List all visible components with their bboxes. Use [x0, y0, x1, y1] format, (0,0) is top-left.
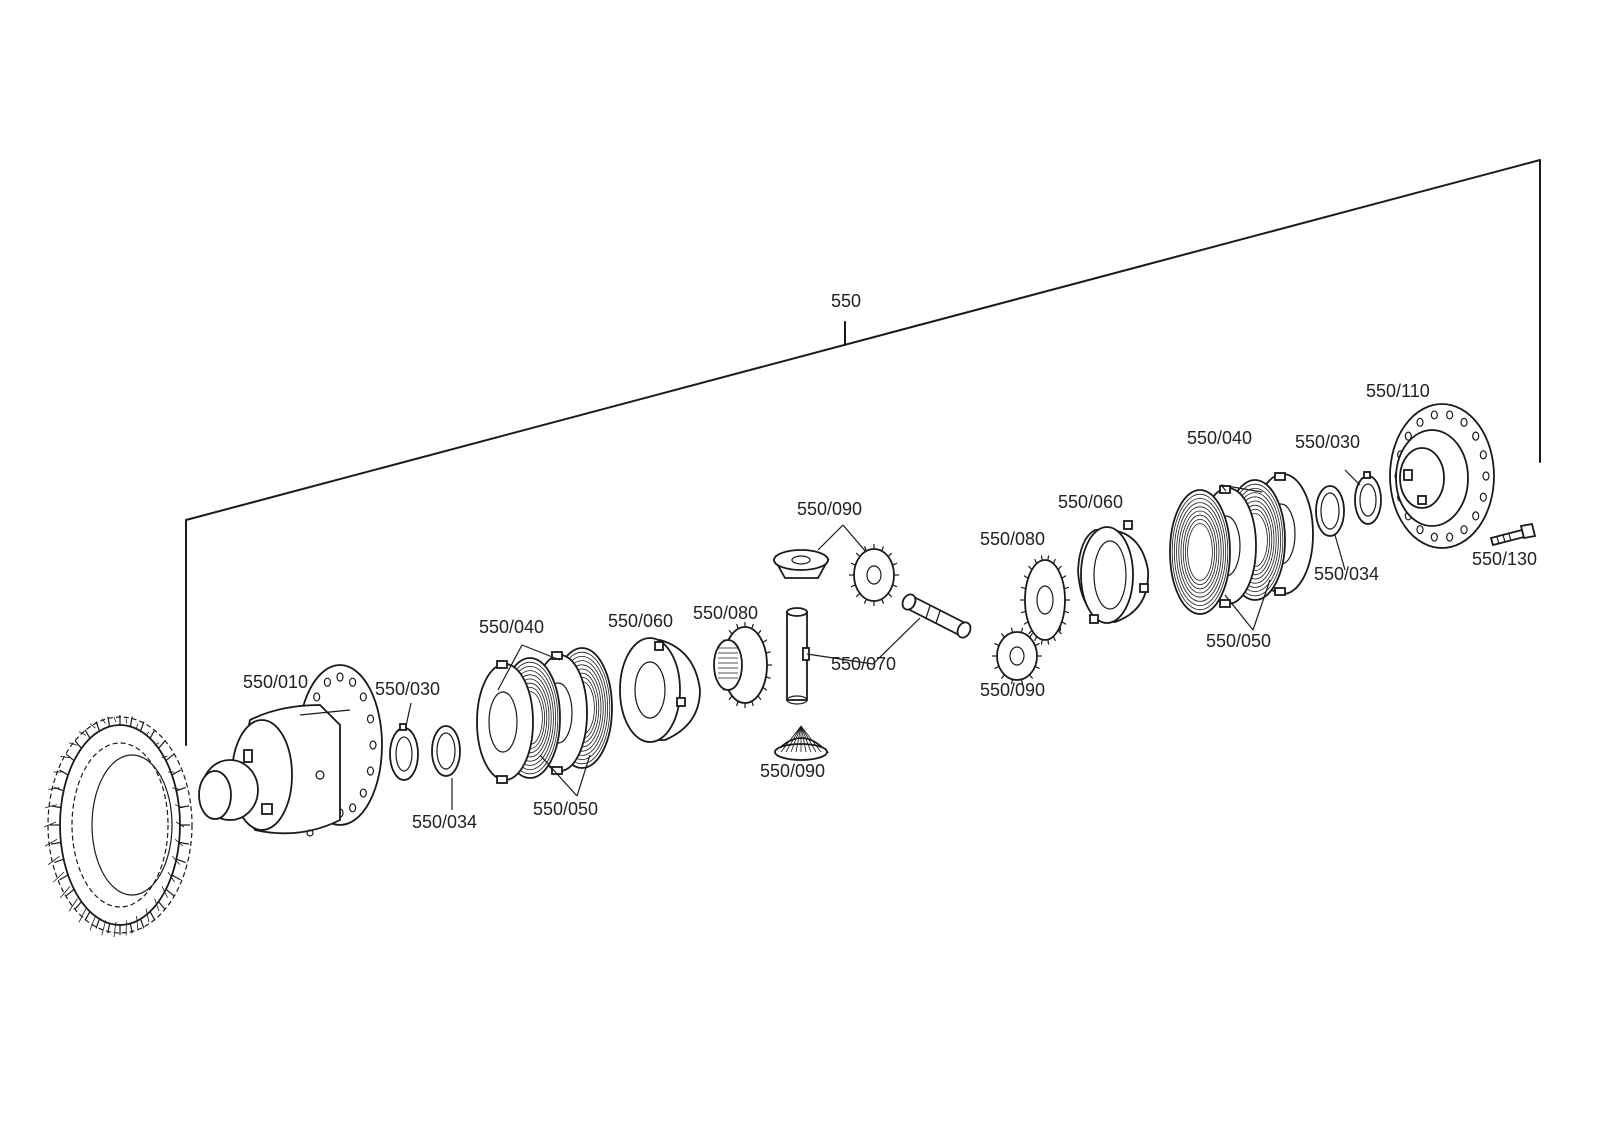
label-550-030-right: 550/030: [1295, 432, 1360, 452]
label-550-080-left: 550/080: [693, 603, 758, 623]
cross-shaft-vertical: [786, 607, 810, 705]
label-550-070: 550/070: [831, 654, 896, 674]
label-550-050-right: 550/050: [1206, 631, 1271, 651]
label-550-040-right: 550/040: [1187, 428, 1252, 448]
clutch-disc-pack-left: [476, 647, 613, 784]
clutch-disc-pack-right: [1169, 472, 1314, 615]
leader-lines: [405, 469, 1361, 810]
shim-ring-right: [1315, 485, 1345, 537]
label-550-034-right: 550/034: [1314, 564, 1379, 584]
side-gear-right: [1020, 555, 1070, 645]
differential-housing: [198, 664, 383, 837]
thrust-washer-right: [1354, 471, 1382, 525]
label-550-060-left: 550/060: [608, 611, 673, 631]
label-550-034-left: 550/034: [412, 812, 477, 832]
pinion-gear-top-left: [773, 549, 830, 579]
cover-flange: [1389, 403, 1495, 549]
shim-ring-left: [431, 725, 461, 777]
pressure-ring-right: [1077, 520, 1149, 624]
thrust-washer-left: [389, 723, 419, 781]
cross-shaft-angled: [901, 593, 972, 639]
side-gear-left: [713, 622, 772, 708]
pinion-gear-top-right: [849, 544, 899, 606]
label-550-010: 550/010: [243, 672, 308, 692]
label-550-040-left: 550/040: [479, 617, 544, 637]
label-550-090-bottom: 550/090: [760, 761, 825, 781]
pressure-ring-left: [619, 637, 701, 743]
label-550-080-right: 550/080: [980, 529, 1045, 549]
label-550-060-right: 550/060: [1058, 492, 1123, 512]
assembly-bracket: [185, 159, 1541, 746]
label-550-110: 550/110: [1366, 381, 1430, 401]
label-550-030-left: 550/030: [375, 679, 440, 699]
label-550-050-left: 550/050: [533, 799, 598, 819]
label-550-090-top: 550/090: [797, 499, 862, 519]
pinion-gear-bottom: [773, 725, 830, 761]
pinion-gear-mid: [992, 627, 1042, 685]
label-550-090-mid: 550/090: [980, 680, 1045, 700]
ring-gear: [43, 715, 193, 938]
label-550: 550: [831, 291, 861, 311]
bolt: [1489, 522, 1537, 547]
label-550-130: 550/130: [1472, 549, 1537, 569]
